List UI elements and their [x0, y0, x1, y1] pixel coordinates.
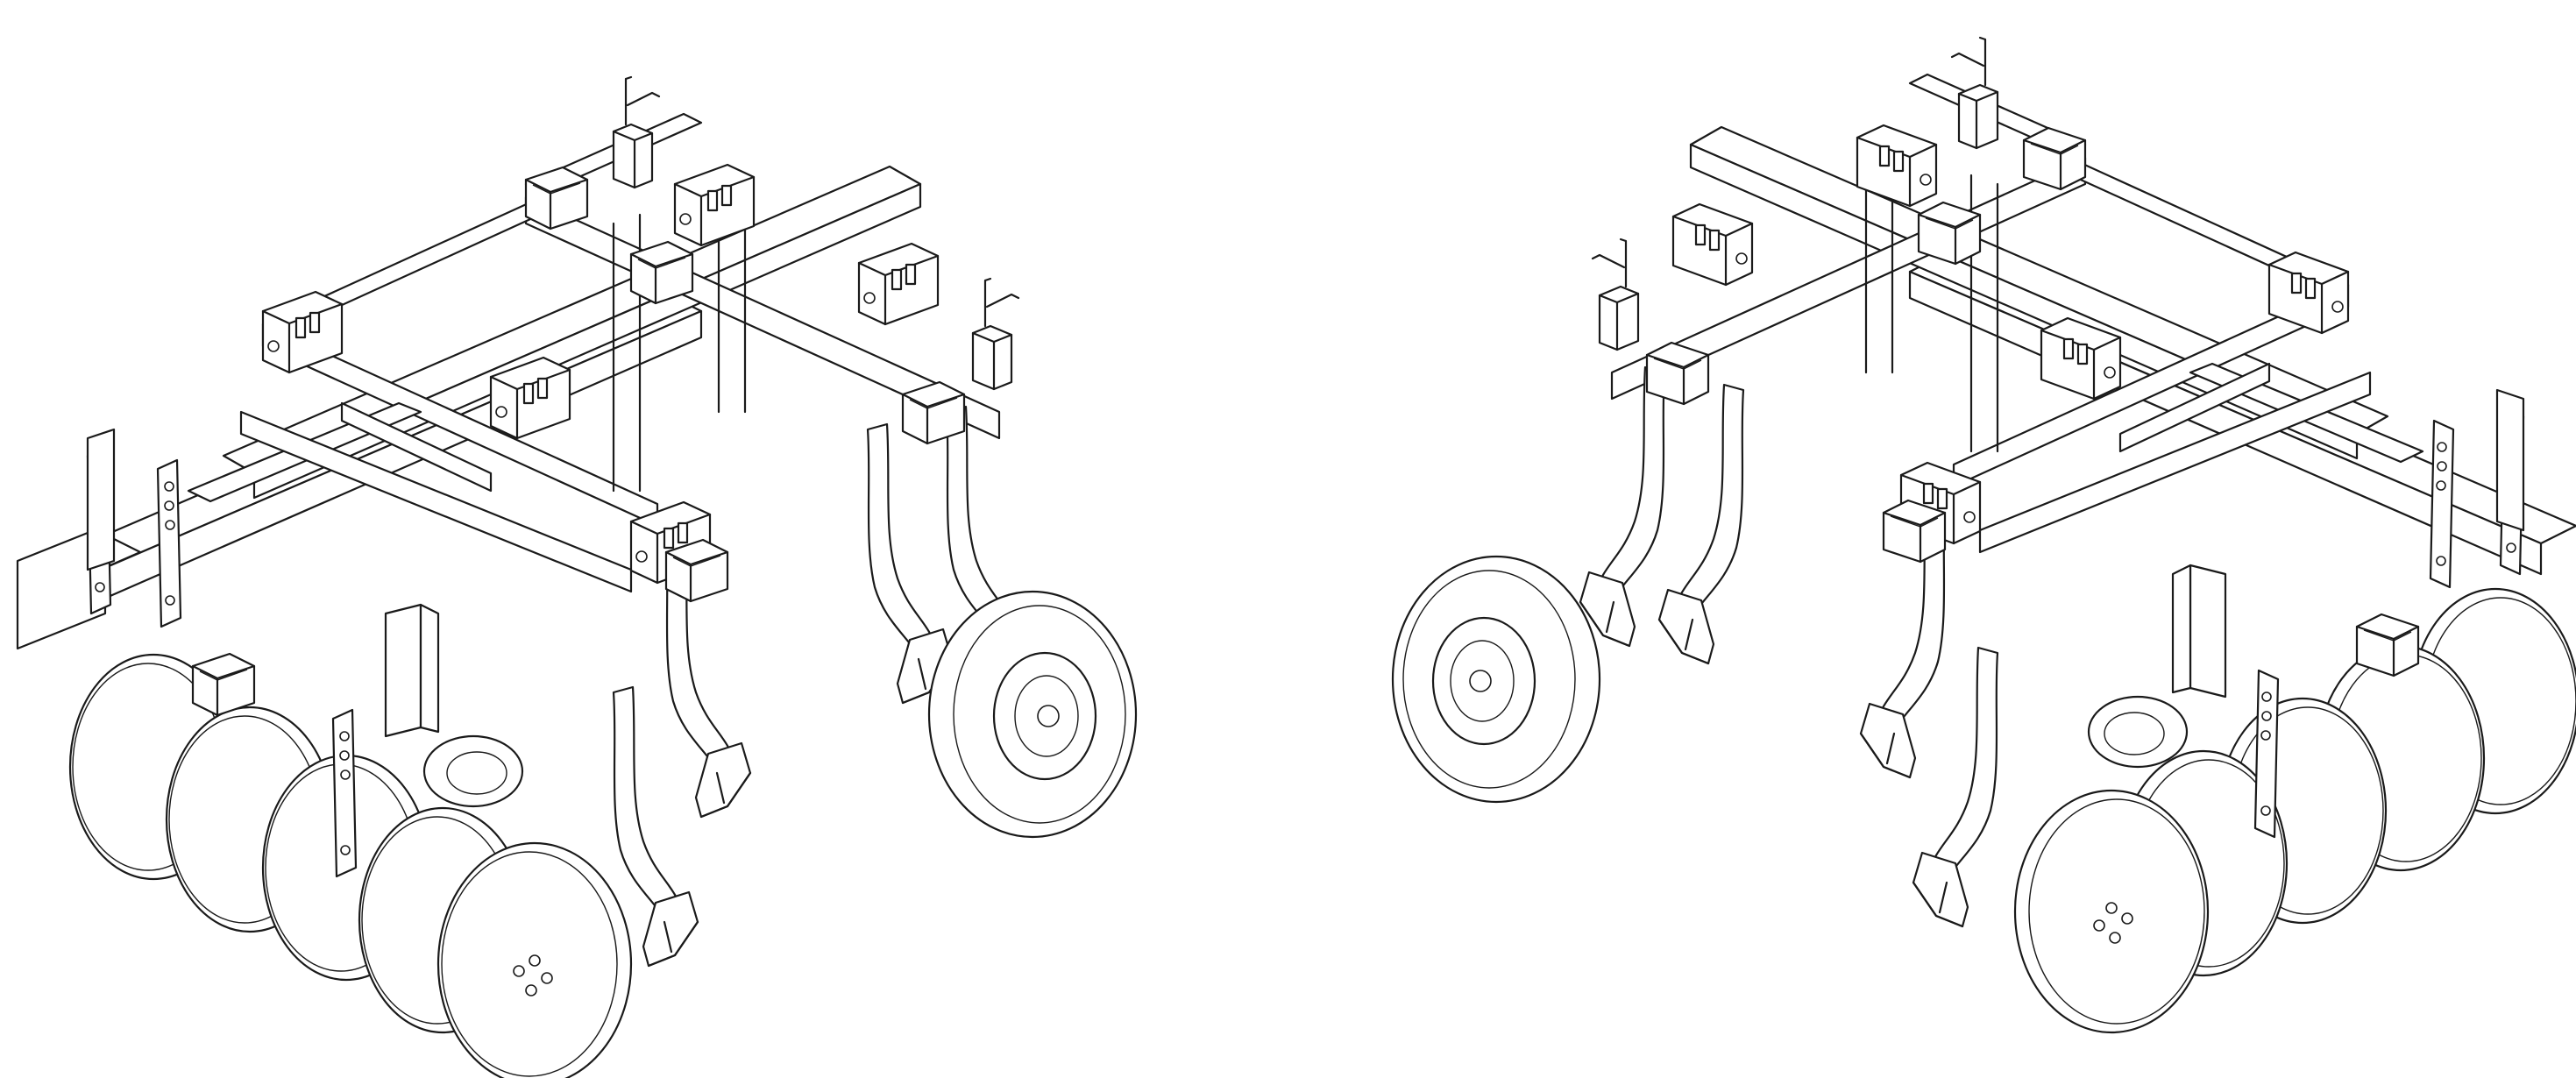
gauge-wheel: [927, 590, 1138, 839]
hitch-plates: [2087, 406, 2525, 839]
parking-jacks: [86, 75, 1020, 571]
gauge-wheel: [1391, 555, 1601, 804]
parking-jacks: [1591, 36, 2525, 532]
implement-view-left: [16, 75, 1138, 1078]
disc-row: [68, 653, 633, 1078]
implement-view-right: [1391, 36, 2576, 1034]
disc-row: [2013, 587, 2576, 1034]
hitch-plates: [86, 445, 524, 878]
subsoiler-shanks: [1579, 365, 1999, 928]
